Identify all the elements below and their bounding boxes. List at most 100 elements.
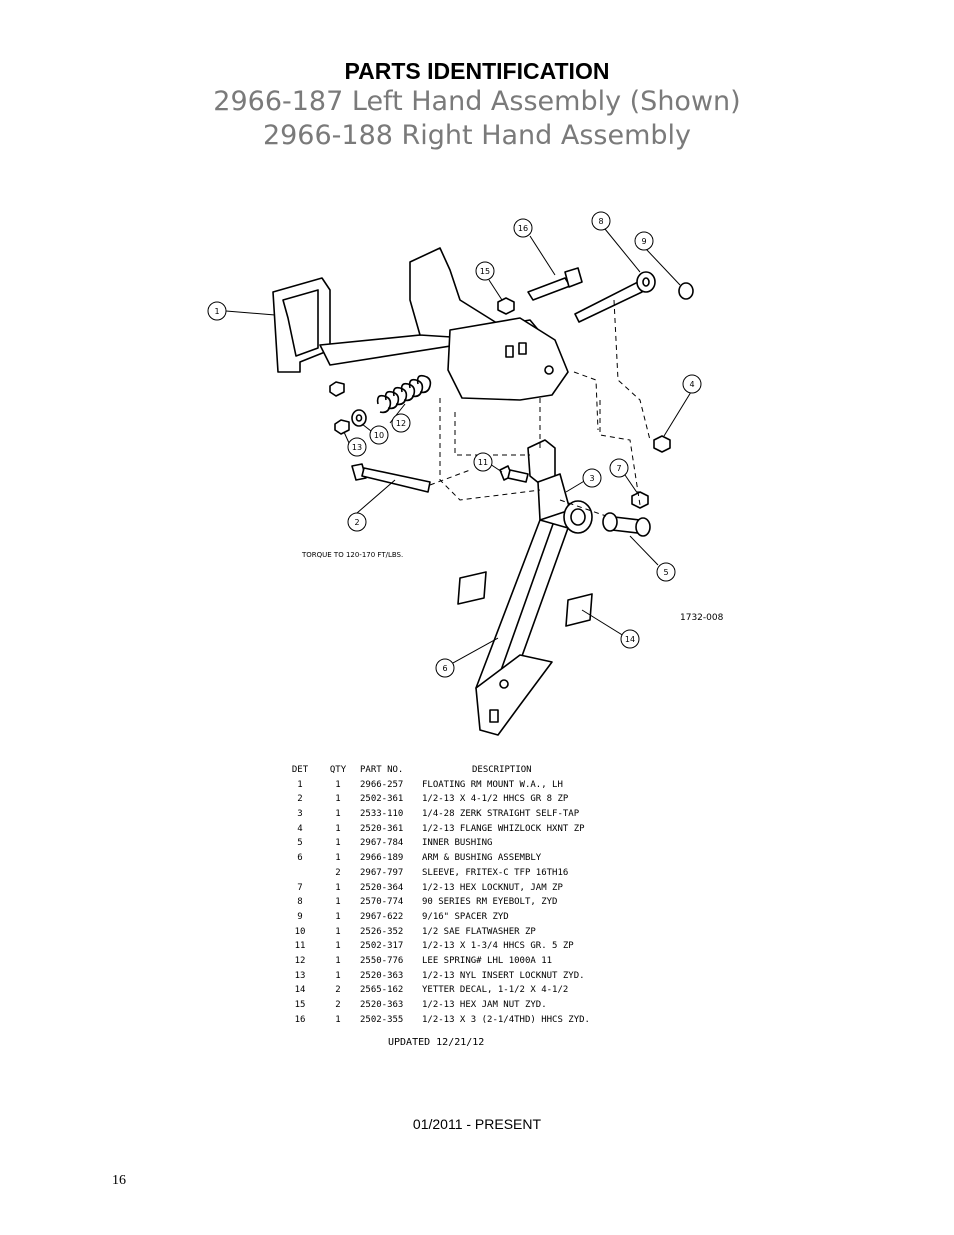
det-cell: 9 bbox=[297, 911, 303, 922]
description-cell: SLEEVE, FRITEX-C TFP 16TH16 bbox=[422, 867, 569, 878]
table-row: 6 1 2966-189 ARM & BUSHING ASSEMBLY bbox=[286, 851, 626, 866]
det-cell: 3 bbox=[297, 809, 303, 820]
spacer-9-drawing bbox=[678, 282, 694, 300]
callout-1: 1 bbox=[214, 307, 219, 316]
qty-cell: 1 bbox=[335, 1014, 341, 1025]
description-cell: 1/2-13 X 1-3/4 HHCS GR. 5 ZP bbox=[422, 941, 574, 952]
qty-cell: 2 bbox=[335, 985, 341, 996]
date-range: 01/2011 - PRESENT bbox=[412, 1116, 542, 1132]
part-no-cell: 2520-361 bbox=[360, 823, 404, 834]
callout-7: 7 bbox=[616, 464, 621, 473]
callout-15: 15 bbox=[480, 267, 490, 276]
callout-6: 6 bbox=[442, 664, 447, 673]
nut-15-drawing bbox=[497, 297, 515, 315]
part-no-cell: 2520-363 bbox=[360, 1000, 404, 1010]
qty-cell: 1 bbox=[335, 941, 341, 952]
det-cell: 4 bbox=[297, 823, 303, 834]
bushing-5-drawing bbox=[602, 512, 651, 537]
callout-13: 13 bbox=[352, 443, 362, 452]
assembly-subtitle-right: 2966-188 Right Hand Assembly bbox=[262, 120, 692, 151]
decal-14-drawing bbox=[457, 571, 593, 627]
torque-note: TORQUE TO 120-170 FT/LBS. bbox=[301, 551, 403, 559]
part-no-cell: 2966-257 bbox=[360, 779, 404, 790]
qty-cell: 1 bbox=[335, 809, 341, 820]
part-no-cell: 2967-622 bbox=[360, 911, 404, 922]
part-no-cell: 2502-361 bbox=[360, 794, 404, 805]
part-no-cell: 2966-189 bbox=[360, 853, 404, 864]
header-part-no: PART NO. bbox=[360, 765, 404, 775]
page-title: PARTS IDENTIFICATION bbox=[344, 58, 610, 84]
qty-cell: 1 bbox=[335, 926, 341, 937]
qty-cell: 1 bbox=[335, 823, 341, 834]
part-no-cell: 2520-364 bbox=[360, 882, 404, 893]
callout-5: 5 bbox=[663, 568, 668, 577]
det-cell: 13 bbox=[294, 970, 306, 981]
det-cell: 8 bbox=[297, 897, 303, 908]
callout-10: 10 bbox=[374, 431, 384, 440]
qty-cell: 1 bbox=[335, 853, 341, 864]
part-no-cell: 2520-363 bbox=[360, 970, 404, 981]
description-cell: 1/2-13 X 3 (2-1/4THD) HHCS ZYD. bbox=[422, 1014, 590, 1025]
det-cell: 7 bbox=[297, 882, 303, 893]
part-no-cell: 2967-797 bbox=[360, 867, 404, 878]
description-cell: FLOATING RM MOUNT W.A., LH bbox=[422, 779, 563, 790]
part-no-cell: 2502-355 bbox=[360, 1014, 404, 1025]
description-cell: INNER BUSHING bbox=[422, 838, 493, 849]
drawing-number: 1732-008 bbox=[680, 613, 724, 623]
parts-table-header: DET QTY PART NO. DESCRIPTION bbox=[286, 763, 626, 778]
header-det: DET bbox=[291, 765, 309, 775]
qty-cell: 1 bbox=[335, 779, 341, 790]
part-no-cell: 2533-110 bbox=[360, 809, 404, 820]
table-row: 4 1 2520-361 1/2-13 FLANGE WHIZLOCK HXNT ZP bbox=[286, 822, 626, 837]
callout-12: 12 bbox=[396, 419, 406, 428]
header-qty: QTY bbox=[329, 765, 347, 775]
qty-cell: 2 bbox=[335, 867, 341, 878]
arm-6-drawing bbox=[475, 439, 593, 736]
callout-8: 8 bbox=[598, 217, 603, 226]
det-cell: 11 bbox=[294, 941, 306, 952]
det-cell: 15 bbox=[294, 1000, 306, 1010]
header-description: DESCRIPTION bbox=[472, 765, 532, 775]
bolt-16-drawing bbox=[527, 267, 583, 301]
qty-cell: 1 bbox=[335, 794, 341, 805]
part-no-cell: 2502-317 bbox=[360, 941, 404, 952]
qty-cell: 1 bbox=[335, 970, 341, 981]
nut-washer-drawing bbox=[329, 381, 367, 435]
updated-note: UPDATED 12/21/12 bbox=[388, 1037, 485, 1048]
nut-7-drawing bbox=[631, 491, 649, 509]
det-cell: 2 bbox=[297, 794, 303, 805]
description-cell: 1/2-13 HEX JAM NUT ZYD. bbox=[422, 1000, 547, 1010]
description-cell: ARM & BUSHING ASSEMBLY bbox=[422, 853, 542, 864]
det-cell: 6 bbox=[297, 853, 303, 864]
qty-cell: 1 bbox=[335, 911, 341, 922]
assembly-subtitle-left: 2966-187 Left Hand Assembly (Shown) bbox=[213, 86, 741, 117]
qty-cell: 1 bbox=[335, 882, 341, 893]
description-cell: LEE SPRING# LHL 1000A 11 bbox=[422, 955, 553, 966]
table-row: 13 1 2520-363 1/2-13 NYL INSERT LOCKNUT ZYD… bbox=[286, 969, 626, 984]
det-cell: 12 bbox=[294, 955, 306, 966]
table-row: 2 2967-797 SLEEVE, FRITEX-C TFP 16TH16 bbox=[286, 866, 626, 881]
part-no-cell: 2565-162 bbox=[360, 985, 404, 996]
spring-12-drawing bbox=[376, 374, 432, 414]
nut-4-drawing bbox=[653, 435, 671, 453]
det-cell: 10 bbox=[294, 926, 306, 937]
description-cell: 1/2-13 FLANGE WHIZLOCK HXNT ZP bbox=[422, 823, 585, 834]
det-cell: 14 bbox=[294, 985, 306, 996]
description-cell: 1/2-13 NYL INSERT LOCKNUT ZYD. bbox=[422, 970, 585, 981]
qty-cell: 1 bbox=[335, 838, 341, 849]
callout-4: 4 bbox=[689, 380, 694, 389]
callout-9: 9 bbox=[641, 237, 646, 246]
part-no-cell: 2967-784 bbox=[360, 838, 404, 849]
